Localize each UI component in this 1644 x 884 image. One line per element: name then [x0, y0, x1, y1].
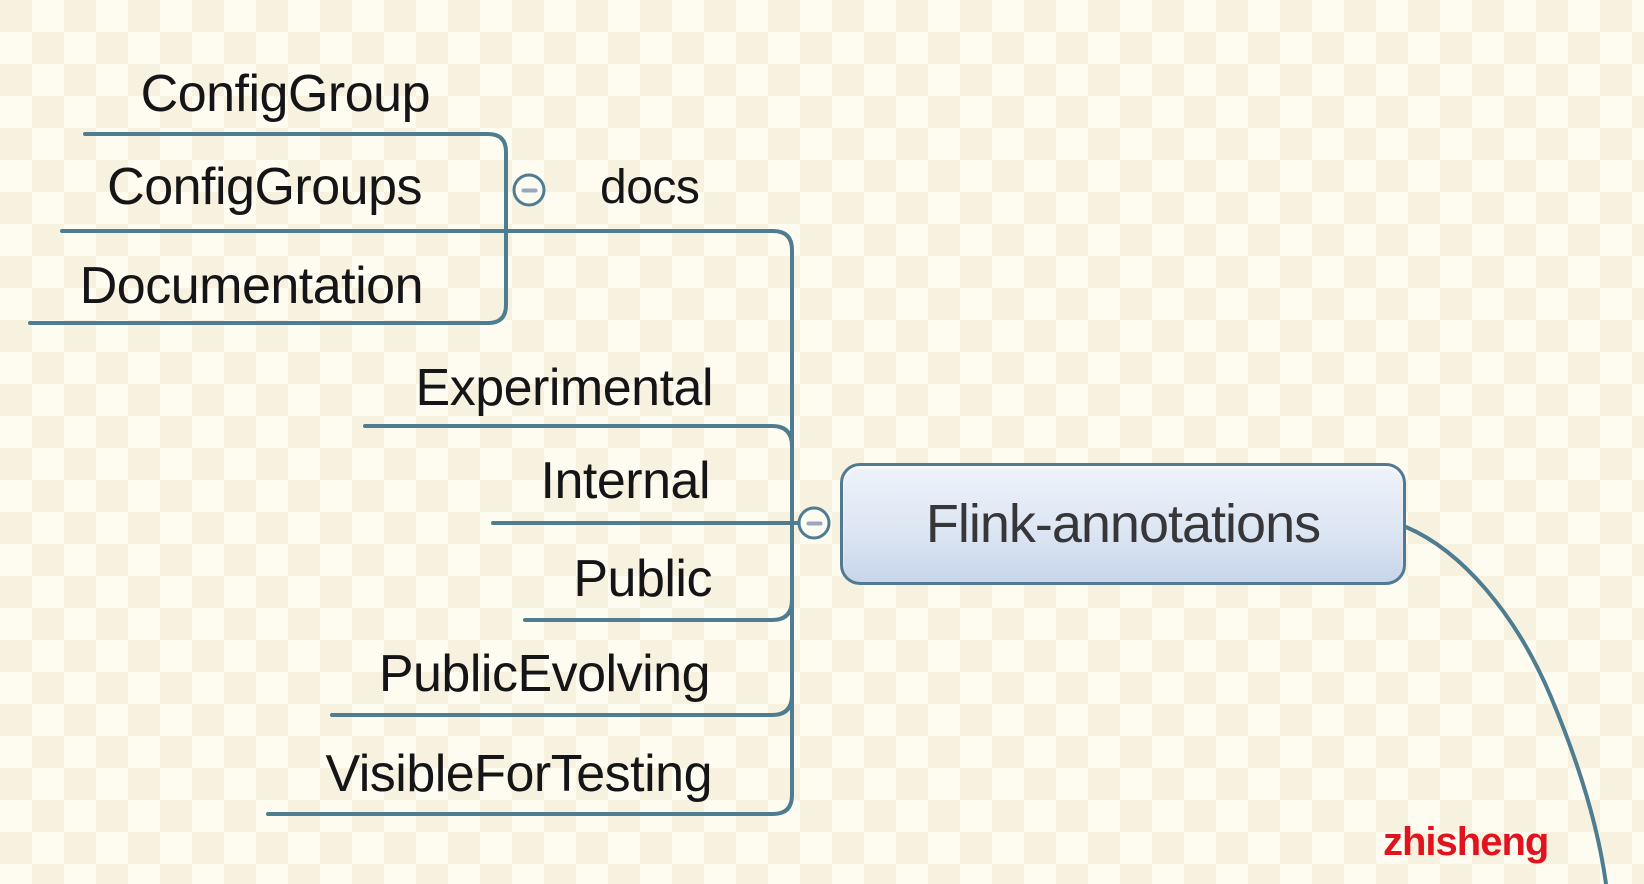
connector-main-spine: [60, 229, 794, 816]
topic-configgroups[interactable]: ConfigGroups: [107, 157, 422, 216]
topic-configgroup[interactable]: ConfigGroup: [140, 64, 431, 123]
topic-publicevolving[interactable]: PublicEvolving: [378, 644, 711, 703]
minus-icon: [521, 188, 537, 192]
topic-public[interactable]: Public: [573, 549, 712, 608]
topic-visiblefortesting[interactable]: VisibleForTesting: [325, 744, 712, 803]
topic-experimental[interactable]: Experimental: [415, 358, 714, 417]
minus-icon: [806, 521, 822, 525]
connector-experimental: [363, 424, 794, 448]
root-topic-flink-annotations[interactable]: Flink-annotations: [840, 463, 1406, 585]
collapse-toggle-docs[interactable]: [512, 173, 546, 207]
watermark-zhisheng: zhisheng: [1383, 820, 1549, 864]
topic-documentation[interactable]: Documentation: [79, 256, 424, 315]
collapse-toggle-root[interactable]: [797, 506, 831, 540]
topic-docs[interactable]: docs: [600, 161, 700, 215]
topic-internal[interactable]: Internal: [540, 451, 711, 510]
